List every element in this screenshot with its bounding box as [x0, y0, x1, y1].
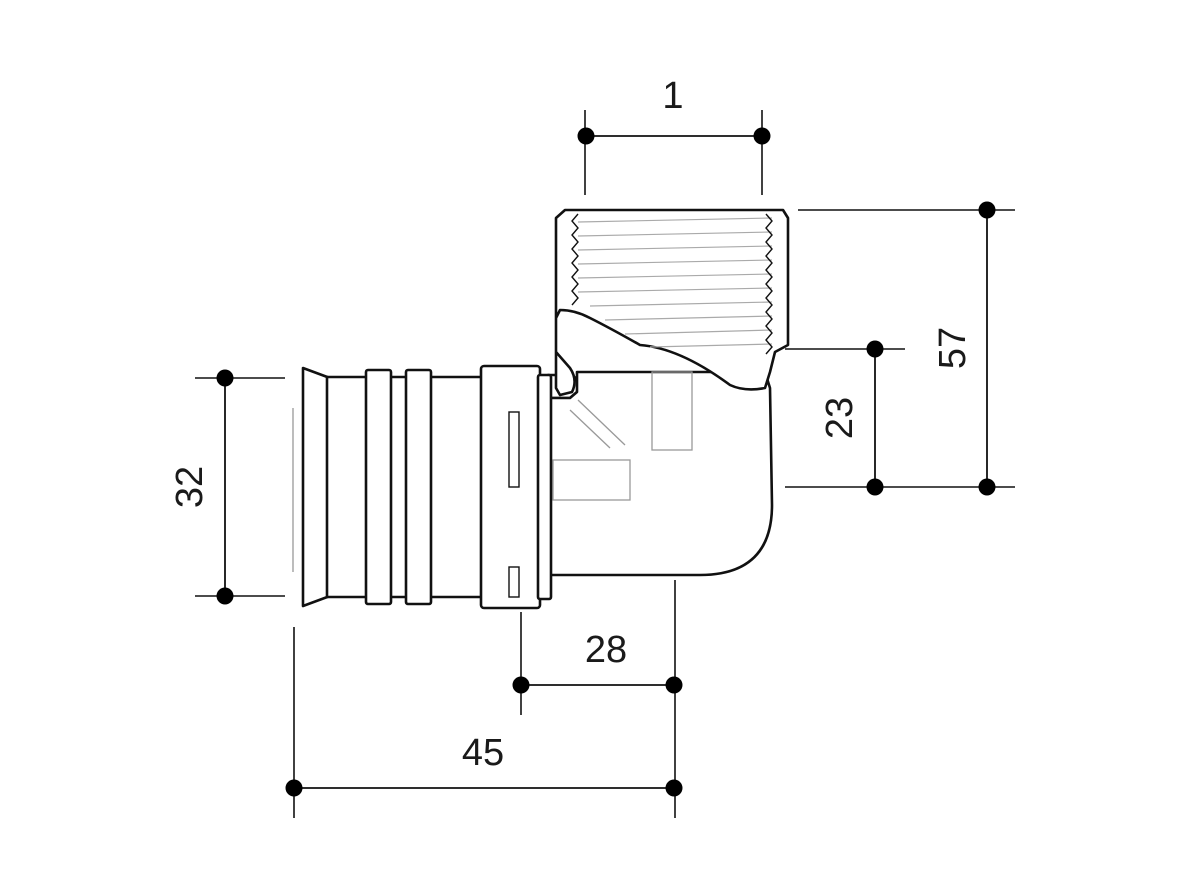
dimension-dot	[866, 340, 884, 358]
dimension-pipe-diameter: 32	[169, 369, 285, 605]
dimension-overall-height: 57	[785, 201, 1015, 496]
dimension-overall-length: 45	[285, 627, 683, 818]
fitting-body	[292, 208, 790, 610]
dimension-dot	[665, 779, 683, 797]
pipe-diameter-label: 32	[169, 466, 211, 508]
dimension-thread-size: 1	[577, 75, 771, 195]
elbow-main-body	[546, 370, 774, 577]
dimension-dot	[978, 201, 996, 219]
dimension-dot	[577, 127, 595, 145]
branch-height-label: 23	[819, 397, 861, 439]
sleeve-ring-1	[364, 368, 393, 606]
press-sleeve	[292, 364, 553, 610]
thread-size-label: 1	[662, 75, 683, 117]
dimension-dot	[216, 587, 234, 605]
dimension-branch-height: 23	[785, 340, 905, 496]
threaded-socket	[554, 208, 790, 397]
dimension-dot	[866, 478, 884, 496]
dimension-dot	[753, 127, 771, 145]
sleeve-stop-ring	[536, 373, 553, 601]
dimension-dot	[285, 779, 303, 797]
thread-lines	[571, 213, 773, 355]
dimension-dot	[978, 478, 996, 496]
collar-window-bottom	[508, 566, 520, 598]
overall-length-label: 45	[462, 732, 504, 774]
collar-window-top	[508, 411, 520, 488]
overall-height-label: 57	[932, 327, 974, 369]
dimension-dot	[512, 676, 530, 694]
dimension-dot	[216, 369, 234, 387]
body-length-label: 28	[585, 629, 627, 671]
sleeve-ring-2	[404, 368, 433, 606]
dimension-dot	[665, 676, 683, 694]
dimension-body-length: 28	[512, 580, 683, 818]
